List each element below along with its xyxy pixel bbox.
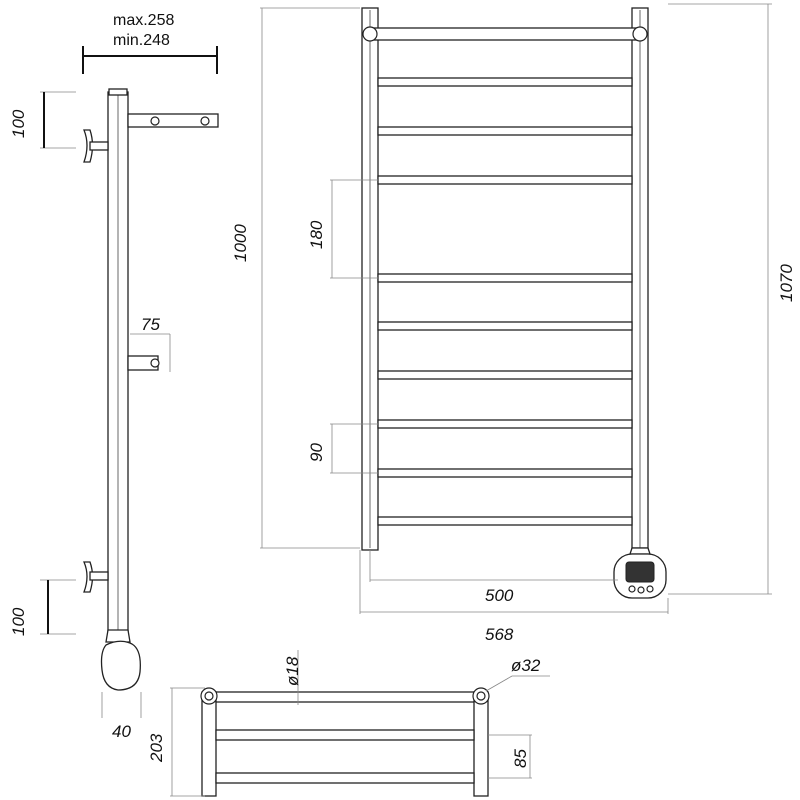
- front-heater-button-1: [628, 585, 636, 593]
- top-rail-front: [215, 772, 475, 784]
- spacing-small-label: 90: [307, 443, 326, 462]
- heater-width-label: 40: [112, 722, 131, 741]
- front-top-left-joint: [362, 26, 378, 42]
- side-mid-bracket-hole: [150, 358, 160, 368]
- rail-diameter-label: ø18: [283, 656, 302, 686]
- depth-min-label: min.248: [113, 32, 170, 49]
- side-post-cap: [108, 88, 128, 96]
- front-rail-8: [377, 468, 633, 478]
- front-top-rail: [371, 27, 639, 41]
- post-diameter-leader: [485, 675, 513, 692]
- top-right-post: [473, 691, 489, 797]
- spacing-large-label: 180: [307, 220, 326, 249]
- rail-spacing-label: 85: [511, 749, 530, 768]
- front-top-right-joint: [632, 26, 648, 42]
- front-heater-button-3: [646, 585, 654, 593]
- top-rail-back: [215, 691, 475, 703]
- top-left-post: [201, 691, 217, 797]
- side-top-wall-flange: [83, 129, 94, 163]
- side-heater-control-housing: [100, 640, 141, 691]
- top-view: ø18 ø32 203 85: [147, 650, 550, 797]
- side-top-rail-hole-1: [150, 116, 160, 126]
- front-rail-4: [377, 273, 633, 283]
- top-offset-label: 100: [9, 109, 28, 138]
- front-rail-6: [377, 370, 633, 380]
- bottom-offset-label: 100: [9, 607, 28, 636]
- side-bottom-bracket-arm: [89, 571, 109, 581]
- front-rail-9: [377, 516, 633, 526]
- side-top-rail-hole-2: [200, 116, 210, 126]
- side-bottom-wall-flange: [83, 561, 94, 593]
- height-total-label: 1070: [777, 264, 796, 302]
- side-top-rail: [127, 113, 219, 128]
- post-diameter-label: ø32: [511, 656, 541, 675]
- front-rail-3: [377, 175, 633, 185]
- top-rail-middle: [215, 729, 475, 741]
- front-rail-1: [377, 77, 633, 87]
- height-inner-label: 1000: [231, 224, 250, 262]
- front-heater-button-2: [637, 586, 645, 594]
- top-depth-label: 203: [147, 733, 166, 763]
- front-rail-5: [377, 321, 633, 331]
- width-total-label: 568: [485, 625, 514, 644]
- top-right-joint-inner: [476, 691, 486, 701]
- depth-max-label: max.258: [113, 12, 174, 29]
- front-heater-display-screen: [625, 561, 655, 583]
- side-heater-collar: [105, 629, 131, 643]
- front-rail-7: [377, 419, 633, 429]
- front-heater-collar: [629, 547, 651, 555]
- top-left-joint-inner: [204, 691, 214, 701]
- front-view: 1000 1070 180 90: [231, 3, 796, 644]
- side-top-bracket-arm: [89, 141, 109, 151]
- front-rail-2: [377, 126, 633, 136]
- width-center-label: 500: [485, 586, 514, 605]
- side-view: max.258 min.248 100 75 100: [9, 12, 219, 741]
- mid-bracket-label: 75: [141, 315, 160, 334]
